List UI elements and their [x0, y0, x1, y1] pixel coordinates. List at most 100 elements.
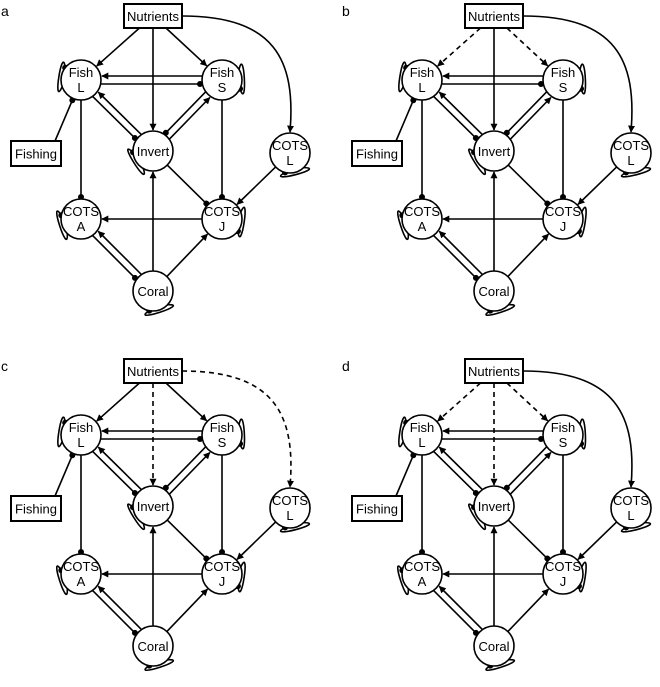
node-fish-s-label-0: Fish — [551, 65, 576, 80]
node-fishing: Fishing — [351, 495, 403, 522]
node-fish-s-circle — [201, 59, 243, 101]
node-fish-s-label-1: S — [218, 80, 227, 95]
selfloop-fishl — [398, 416, 410, 448]
selfloop-coral — [485, 658, 516, 672]
node-fish-l-circle — [60, 414, 102, 456]
node-fish-l-label-0: Fish — [69, 420, 94, 435]
node-coral-circle — [132, 625, 174, 667]
node-coral-circle — [132, 270, 174, 312]
node-cots-l-label-1: L — [286, 508, 293, 523]
node-fish-l-label-1: L — [418, 80, 425, 95]
node-nutrients-label: Nutrients — [468, 364, 521, 379]
link-nutrients-cotsl — [522, 15, 636, 133]
link-nutrients-fishl — [437, 27, 482, 67]
node-fish-s-circle — [542, 414, 584, 456]
link-cotsl-cotsj — [577, 166, 618, 205]
node-coral-label: Coral — [478, 639, 509, 654]
selfloop-cotsl — [621, 166, 652, 178]
node-cots-l-circle — [610, 132, 652, 174]
link-invert-fishl-dot — [92, 450, 138, 497]
node-fish-l-circle — [60, 59, 102, 101]
node-fish-s-circle — [201, 414, 243, 456]
panel-letter: a — [1, 3, 9, 19]
link-coral-cotsj — [507, 233, 550, 278]
link-invert-fishl-arrow — [438, 91, 483, 136]
node-nutrients-label: Nutrients — [127, 364, 180, 379]
node-cots-j-label-1: J — [219, 574, 226, 589]
panel-letter: b — [342, 3, 350, 19]
link-invert-fishl-arrow — [97, 91, 142, 136]
selfloop-cotsa — [55, 210, 69, 241]
node-nutrients-box — [123, 358, 183, 384]
selfloop-invert — [127, 148, 146, 176]
node-fishing-box — [10, 495, 62, 522]
node-fish-s-label-1: S — [559, 80, 568, 95]
node-coral: Coral — [473, 625, 515, 667]
link-invert-fishs-arrow — [168, 451, 211, 495]
node-cots-a-label-1: A — [418, 574, 427, 589]
node-coral: Coral — [132, 270, 174, 312]
node-fishing-label: Fishing — [356, 147, 398, 162]
node-cots-l-circle — [269, 487, 311, 529]
link-coral-cotsa-arrow — [438, 230, 483, 275]
link-coral-cotsa-dot — [433, 235, 479, 281]
node-coral-label: Coral — [478, 284, 509, 299]
node-cots-a-label-0: COTS — [404, 204, 440, 219]
node-fishing: Fishing — [10, 495, 62, 522]
panel-letter: d — [342, 358, 350, 374]
panel-letter: c — [1, 358, 8, 374]
node-cots-j-label-0: COTS — [545, 559, 581, 574]
node-coral-label: Coral — [137, 639, 168, 654]
link-invert-fishl-arrow — [97, 446, 142, 491]
link-fishing-fishl — [395, 97, 417, 142]
node-cots-j-circle — [201, 553, 243, 595]
node-fish-s-label-0: Fish — [551, 420, 576, 435]
node-fish-l-circle — [401, 59, 443, 101]
node-nutrients-box — [123, 3, 183, 29]
selfloop-fishs — [578, 418, 587, 450]
node-cots-j-label-0: COTS — [204, 204, 240, 219]
link-nutrients-cotsl — [522, 370, 636, 488]
link-nutrients-fishs — [506, 27, 549, 67]
link-coral-cotsj — [166, 588, 209, 633]
link-invert-fishs-dot — [503, 91, 548, 136]
selfloop-fishs — [237, 418, 246, 450]
node-invert-circle — [132, 485, 174, 527]
node-cots-j-label-0: COTS — [545, 204, 581, 219]
node-fishing-box — [351, 495, 403, 522]
node-fishing-label: Fishing — [356, 502, 398, 517]
node-nutrients: Nutrients — [123, 3, 183, 29]
node-nutrients-box — [464, 358, 524, 384]
selfloop-cotsj — [234, 561, 246, 593]
node-nutrients: Nutrients — [464, 3, 524, 29]
selfloop-invert — [468, 503, 487, 531]
selfloop-cotsl — [621, 521, 652, 533]
node-cots-j-circle — [542, 198, 584, 240]
link-invert-cotsj — [166, 519, 210, 562]
selfloop-cotsj — [575, 206, 587, 238]
link-coral-cotsa-arrow — [438, 585, 483, 630]
node-cots-a-label-1: A — [77, 219, 86, 234]
node-fish-s-label-0: Fish — [210, 65, 235, 80]
node-coral-circle — [473, 270, 515, 312]
node-cots-a-circle — [401, 553, 443, 595]
node-fish-l-label-0: Fish — [410, 65, 435, 80]
node-invert-circle — [132, 130, 174, 172]
node-fish-l-label-0: Fish — [69, 65, 94, 80]
link-coral-cotsa-dot — [92, 235, 138, 281]
node-fish-s-circle — [542, 59, 584, 101]
link-coral-cotsa-dot — [92, 590, 138, 636]
node-cots-a-label-1: A — [418, 219, 427, 234]
link-nutrients-fishs — [506, 382, 549, 422]
